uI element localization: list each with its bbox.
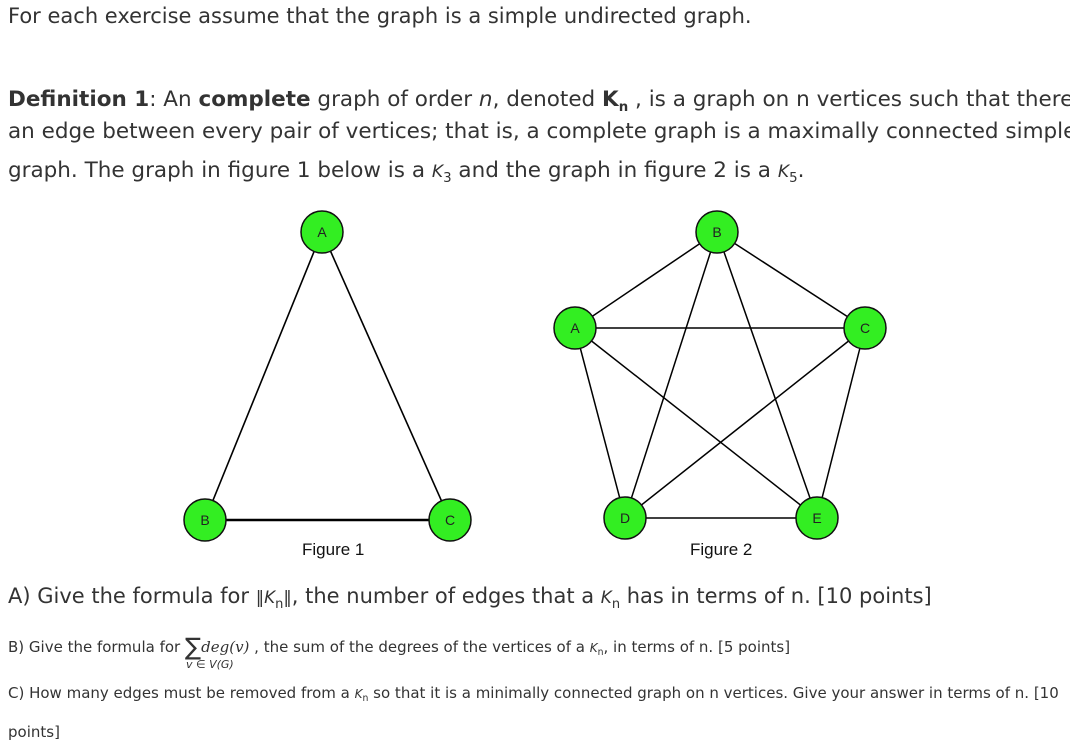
sum-subscript: v ∈ V(G) [186,658,234,671]
edge-c-d [624,327,866,519]
svg-text:B: B [200,512,209,528]
k5-symbol: K [777,162,790,182]
sum-symbol: ∑ [184,633,202,661]
question-b: B) Give the formula for ∑deg(v) , the su… [8,633,791,661]
node-b: B [695,210,739,254]
figure-1-caption: Figure 1 [302,540,365,559]
figure-1-graph: A B C [183,210,472,542]
node-e: E [795,496,839,540]
svg-text:D: D [620,510,630,526]
svg-text:C: C [860,320,870,336]
edge-c-e [816,327,866,519]
definition-line-3: graph. The graph in figure 1 below is a … [8,158,805,186]
node-d: D [603,496,647,540]
svg-text:E: E [812,510,821,526]
node-c: C [843,306,887,350]
figure-2-graph: A B C D E [553,210,887,540]
edge-b-c [716,231,866,329]
node-a: A [300,210,344,254]
svg-text:B: B [712,224,721,240]
definition-line-1: Definition 1: An complete graph of order… [8,87,1070,115]
figure-2-caption: Figure 2 [690,540,753,559]
edge-a-c [321,231,451,521]
definition-label: Definition 1 [8,87,150,112]
figures-diagram: A B C A B C [183,210,887,542]
node-c: C [428,498,472,542]
svg-text:C: C [445,512,455,528]
edge-a-b [204,231,323,521]
k3-symbol: K [431,162,444,182]
node-a: A [553,306,597,350]
definition-keyword: complete [198,87,311,112]
edge-b-d [624,231,718,519]
definition-line-2: an edge between every pair of vertices; … [8,119,1070,144]
svg-text:A: A [317,224,327,240]
kn-symbol: K [602,87,619,112]
svg-text:A: A [570,320,580,336]
edge-a-b [574,231,718,329]
edge-a-e [574,327,818,519]
edge-a-d [574,327,626,519]
node-b: B [183,498,227,542]
question-a: A) Give the formula for ‖Kn‖, the number… [8,584,932,612]
question-c: C) How many edges must be removed from a… [8,684,1059,705]
edge-b-e [716,231,818,519]
intro-text: For each exercise assume that the graph … [8,4,752,28]
question-c-continued: points] [8,723,60,741]
